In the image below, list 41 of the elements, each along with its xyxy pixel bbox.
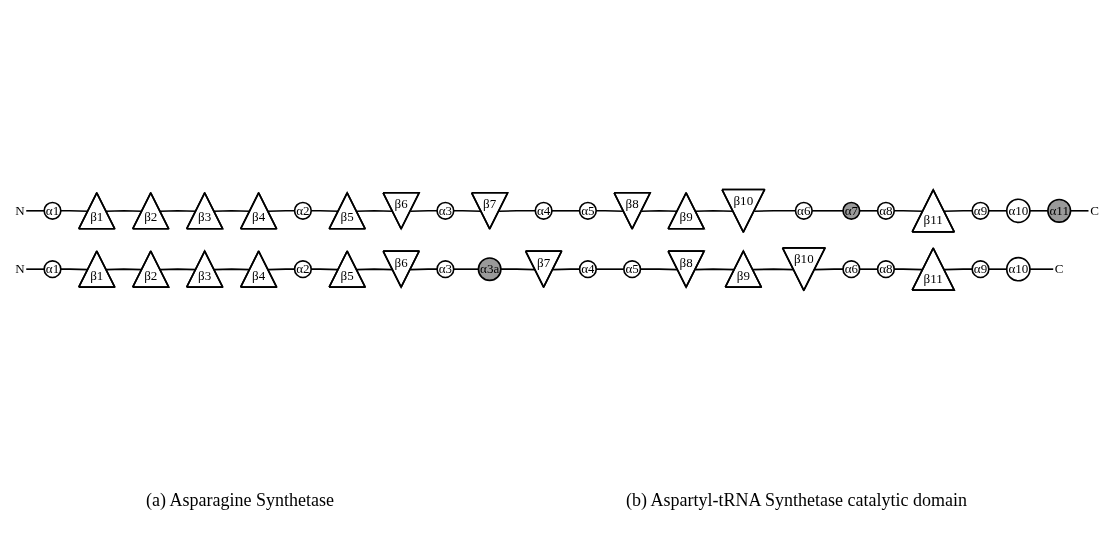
node-circle: α8 [876, 260, 895, 279]
connector [355, 268, 393, 271]
connector [266, 268, 295, 271]
connector [640, 210, 678, 213]
node-circle: α10 [1005, 198, 1031, 224]
node-circle: α1 [42, 201, 62, 220]
node-circle: α1 [42, 260, 62, 279]
node-circle: α6 [794, 201, 813, 220]
connector [212, 210, 251, 213]
connector [158, 268, 197, 271]
node-circle: α6 [841, 260, 860, 279]
node-text: C [1054, 261, 1064, 276]
node-circle: α10 [1005, 256, 1031, 282]
connector [104, 210, 143, 213]
node-circle: α9 [970, 201, 990, 220]
connector [751, 268, 794, 271]
connector [104, 268, 143, 271]
connector [158, 210, 197, 213]
node-circle: α8 [876, 201, 895, 220]
node-circle: α4 [534, 201, 553, 220]
node-circle: α3a [477, 257, 502, 282]
node-circle: α3 [435, 260, 455, 279]
connector [551, 268, 580, 271]
figure-caption: (a) Asparagine Synthetase [146, 490, 334, 511]
node-circle: α4 [578, 260, 597, 279]
node-text: N [14, 261, 25, 276]
node-circle: α2 [293, 201, 312, 220]
node-circle: α3 [435, 201, 455, 220]
node-text: N [14, 203, 25, 218]
figure-caption: (b) Aspartyl-tRNA Synthetase catalytic domain [626, 490, 967, 511]
node-circle: α5 [622, 260, 641, 279]
node-circle: α11 [1046, 198, 1071, 223]
node-circle: α2 [293, 260, 312, 279]
node-text: C [1089, 203, 1099, 218]
node-circle: α7 [841, 201, 860, 220]
node-circle: α9 [970, 260, 990, 279]
connector [212, 268, 251, 271]
connector [639, 268, 678, 271]
connector [266, 210, 295, 213]
node-circle: α5 [578, 201, 597, 220]
connector [355, 210, 393, 213]
